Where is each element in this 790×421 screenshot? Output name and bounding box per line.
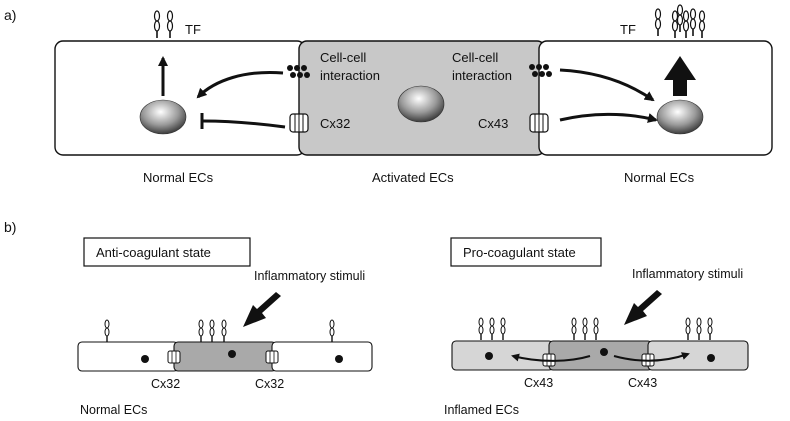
b-cx43-label-b: Cx43 [628, 376, 657, 390]
nucleus-left [139, 99, 187, 135]
panel-a-label: a) [4, 7, 16, 23]
b-inflamed-nucleus-1 [485, 352, 493, 360]
normal-ecs-left-label: Normal ECs [143, 170, 214, 185]
tf-label-left: TF [185, 22, 201, 37]
big-up-arrow-right [664, 56, 696, 96]
arrow-to-left-nucleus [196, 70, 284, 99]
b-activated-cell [173, 341, 277, 372]
b-tf-right-group [478, 317, 713, 341]
b-tf-left-group [104, 319, 335, 343]
interaction-dots-left [287, 65, 310, 78]
b-nucleus-3 [335, 355, 343, 363]
b-cx32-label-a: Cx32 [151, 377, 180, 391]
cx43-channel [529, 113, 549, 133]
b-normal-cell-2 [271, 341, 373, 372]
b-nucleus-1 [141, 355, 149, 363]
cx32-channel [289, 113, 309, 133]
nucleus-right [656, 99, 704, 135]
b-normal-ecs-label: Normal ECs [80, 403, 147, 417]
b-inflamed-nucleus-3 [707, 354, 715, 362]
tf-receptors-left [153, 10, 174, 39]
b-inflamed-cell-2 [548, 340, 653, 371]
arrow-cx43 [559, 112, 658, 123]
tf-receptors-right [654, 4, 706, 39]
normal-cell-left [54, 40, 306, 156]
pro-coagulant-label: Pro-coagulant state [463, 245, 576, 260]
stimulus-arrow-right [624, 290, 662, 325]
arrow-to-right-nucleus [559, 68, 655, 102]
anti-coagulant-label: Anti-coagulant state [96, 245, 211, 260]
stimuli-right-label: Inflammatory stimuli [632, 267, 743, 281]
pro-coagulant-box [450, 237, 602, 267]
cell-interaction-right-line1: Cell-cell [452, 50, 498, 65]
b-cx32-channel-a [167, 350, 181, 364]
b-inflamed-ecs-label: Inflamed ECs [444, 403, 519, 417]
inhibit-line-cx32 [202, 119, 286, 129]
b-inflamed-nucleus-2 [600, 348, 608, 356]
b-nucleus-2 [228, 350, 236, 358]
b-normal-cell-1 [77, 341, 179, 372]
b-cx43-label-a: Cx43 [524, 376, 553, 390]
b-arrow-to-left [511, 353, 591, 362]
cx43-label: Cx43 [478, 116, 508, 131]
anti-coagulant-box [83, 237, 251, 267]
b-inflamed-cell-3 [647, 340, 749, 371]
cell-interaction-left-line1: Cell-cell [320, 50, 366, 65]
normal-ecs-right-label: Normal ECs [624, 170, 695, 185]
b-cx32-channel-b [265, 350, 279, 364]
interaction-dots-right [529, 64, 552, 77]
cell-interaction-left-line2: interaction [320, 68, 380, 83]
cx32-label: Cx32 [320, 116, 350, 131]
nucleus-activated [397, 85, 445, 123]
cell-interaction-right-line2: interaction [452, 68, 512, 83]
panel-b-label: b) [4, 219, 16, 235]
b-inflamed-cell-1 [451, 340, 554, 371]
stimuli-left-label: Inflammatory stimuli [254, 269, 365, 283]
b-arrow-to-right [613, 352, 690, 362]
stimulus-arrow-left [243, 292, 281, 327]
tf-label-right: TF [620, 22, 636, 37]
activated-ecs-label: Activated ECs [372, 170, 454, 185]
normal-cell-right [538, 40, 773, 156]
b-cx32-label-b: Cx32 [255, 377, 284, 391]
